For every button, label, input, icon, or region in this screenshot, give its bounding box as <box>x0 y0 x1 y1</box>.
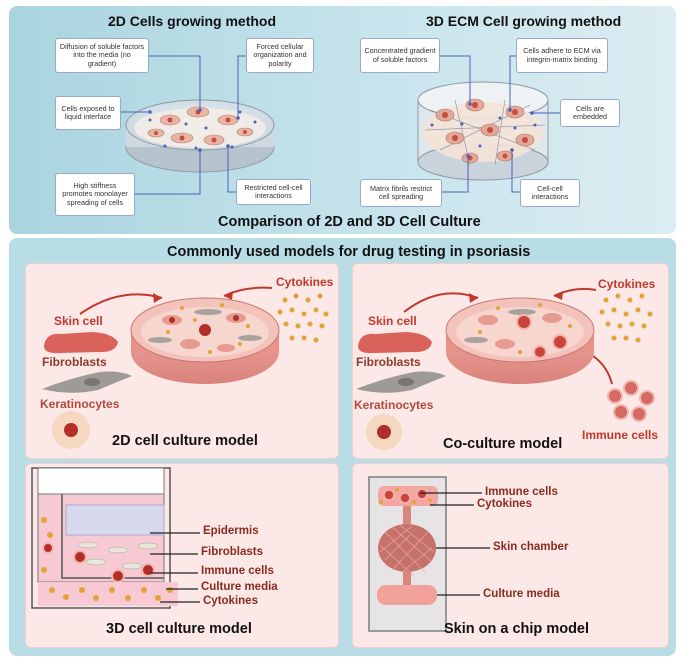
p1-label-keratinocytes: Keratinocytes <box>40 397 120 411</box>
p4-label-skin-chamber: Skin chamber <box>493 541 569 553</box>
culture-dishes-illustration <box>121 55 560 195</box>
p1-label-cytokines: Cytokines <box>276 275 334 289</box>
p2-label-immune-cells: Immune cells <box>582 428 659 442</box>
box-cell-cell: Cell-cell interactions <box>520 179 580 207</box>
p3-caption: 3D cell culture model <box>106 621 252 637</box>
box-embedded: Cells are embedded <box>560 99 620 127</box>
p4-label-cytokines: Cytokines <box>477 498 532 510</box>
p4-leader-lines <box>420 492 490 596</box>
p1-dish <box>130 297 280 384</box>
dish-3d <box>417 81 549 181</box>
p3-label-culture-media: Culture media <box>201 581 278 593</box>
box-diffusion: Diffusion of soluble factors into the me… <box>55 38 149 73</box>
p1-keratinocyte <box>52 411 90 449</box>
p1-fibroblast <box>42 371 132 393</box>
p3-label-immune-cells: Immune cells <box>201 565 274 577</box>
p2-label-cytokines: Cytokines <box>598 277 656 291</box>
p3-label-epidermis: Epidermis <box>203 525 259 537</box>
box-concentrated-gradient: Concentrated gradient of soluble factors <box>360 38 440 73</box>
p2-label-fibroblasts: Fibroblasts <box>356 355 421 369</box>
p2-label-skin-cell: Skin cell <box>368 314 417 328</box>
bottom-title: Commonly used models for drug testing in… <box>167 244 531 260</box>
title-2d: 2D Cells growing method <box>108 13 277 29</box>
box-integrin-binding: Cells adhere to ECM via integrin-matrix … <box>516 38 608 73</box>
top-caption: Comparison of 2D and 3D Cell Culture <box>218 214 481 230</box>
p2-immune-cells <box>607 380 655 422</box>
p1-cytokine-dots <box>277 293 329 343</box>
p2-caption: Co-culture model <box>443 436 563 452</box>
p4-label-immune-cells: Immune cells <box>485 486 558 498</box>
p1-skin-cell <box>44 332 118 354</box>
box-restricted-interactions: Restricted cell-cell interactions <box>236 179 311 205</box>
box-liquid-interface: Cells exposed to liquid interface <box>55 96 121 130</box>
p4-chip <box>368 476 447 632</box>
p4-label-culture-media: Culture media <box>483 588 560 600</box>
p2-label-keratinocytes: Keratinocytes <box>354 398 434 412</box>
p3-leader-lines <box>150 532 200 603</box>
box-high-stiffness: High stiffness promotes monolayer spread… <box>55 173 135 216</box>
title-3d: 3D ECM Cell growing method <box>426 13 622 29</box>
p2-skin-cell <box>358 332 432 354</box>
p1-label-skin-cell: Skin cell <box>54 314 103 328</box>
p2-keratinocyte <box>366 414 402 450</box>
p3-label-fibroblasts: Fibroblasts <box>201 546 263 558</box>
p3-label-cytokines: Cytokines <box>203 595 258 607</box>
p4-caption: Skin on a chip model <box>444 621 590 637</box>
p1-caption: 2D cell culture model <box>112 433 258 449</box>
box-forced-organization: Forced cellular organization and polarit… <box>246 38 314 73</box>
p2-dish <box>445 297 595 384</box>
p1-label-fibroblasts: Fibroblasts <box>42 355 107 369</box>
p2-fibroblast <box>356 371 446 393</box>
p2-cytokine-dots <box>599 293 653 343</box>
box-matrix-fibrils: Matrix fibrils restrict cell spreading <box>360 179 442 207</box>
p3-transwell <box>31 467 178 609</box>
